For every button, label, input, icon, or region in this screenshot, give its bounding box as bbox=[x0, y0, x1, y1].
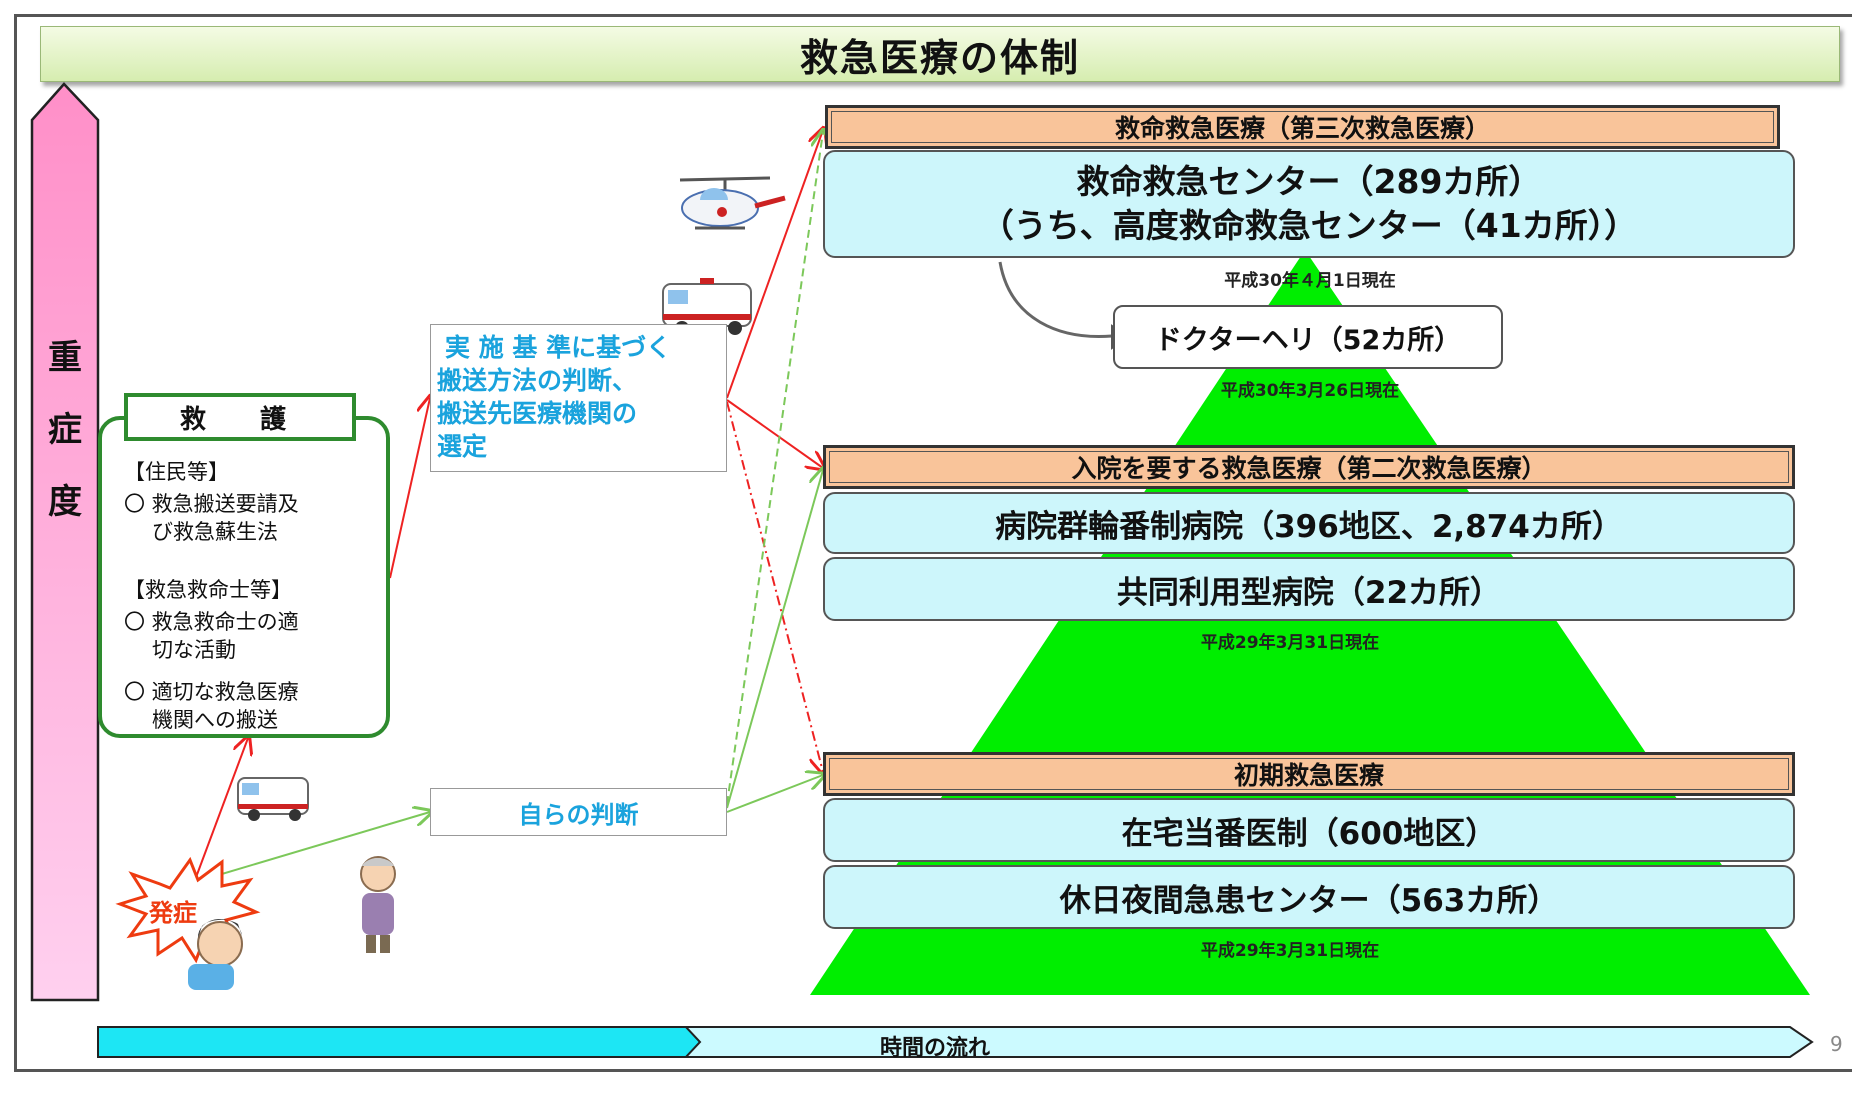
arrow-criteria-to-secondary bbox=[726, 399, 823, 468]
criteria-line-2: 搬送方法の判断、 bbox=[437, 366, 638, 395]
arrow-self-to-tertiary bbox=[726, 132, 823, 805]
arrow-to-doctor-heli bbox=[998, 261, 1113, 338]
slide-frame bbox=[14, 14, 1852, 1072]
tertiary-date: 平成30年４月1日現在 bbox=[1224, 271, 1396, 291]
paramedic-item-1-cont: 切な活動 bbox=[152, 638, 236, 662]
secondary-header: 入院を要する救急医療（第二次救急医療） bbox=[823, 445, 1795, 489]
arrow-onset-to-kyugo bbox=[194, 738, 248, 881]
criteria-box: 実 施 基 準に基づく 搬送方法の判断、 搬送先医療機関の 選定 bbox=[430, 324, 727, 472]
kyugo-panel: 【住民等】 〇 救急搬送要請及 び救急蘇生法 【救急救命士等】 〇 救急救命士の… bbox=[98, 416, 390, 738]
arrow-kyugo-to-criteria bbox=[389, 398, 430, 579]
time-arrow-filled bbox=[97, 1026, 702, 1058]
arrow-criteria-to-tertiary bbox=[726, 130, 823, 399]
secondary-facility-1: 病院群輪番制病院（396地区、2,874カ所） bbox=[823, 492, 1795, 554]
criteria-line-4: 選定 bbox=[437, 432, 488, 461]
primary-line-2: 休日夜間急患センター（563カ所） bbox=[1059, 882, 1559, 919]
residents-item-1: 〇 救急搬送要請及 bbox=[124, 492, 299, 516]
doctor-heli-date: 平成30年3月26日現在 bbox=[1220, 381, 1400, 401]
paramedic-item-2-cont: 機関への搬送 bbox=[152, 708, 278, 732]
arrow-self-to-secondary bbox=[726, 470, 823, 809]
primary-line-1: 在宅当番医制（600地区） bbox=[1121, 815, 1497, 852]
criteria-line-3: 搬送先医療機関の bbox=[437, 399, 638, 428]
criteria-line-1: 実 施 基 準に基づく bbox=[445, 333, 672, 362]
kyugo-title: 救 護 bbox=[124, 393, 356, 441]
severity-arrow bbox=[30, 82, 100, 1002]
self-judgment-box: 自らの判断 bbox=[430, 788, 727, 836]
severity-label: 重 症 度 bbox=[32, 322, 98, 538]
secondary-line-2: 共同利用型病院（22カ所） bbox=[1116, 574, 1502, 611]
arrow-onset-to-self bbox=[194, 812, 430, 883]
severity-char-1: 重 bbox=[48, 338, 82, 378]
sick-person-icon bbox=[188, 918, 243, 990]
helicopter-icon bbox=[679, 176, 786, 230]
page-title: 救急医療の体制 bbox=[40, 26, 1840, 82]
arrow-self-to-primary bbox=[726, 775, 823, 813]
doctor-heli-box: ドクターヘリ（52カ所） bbox=[1113, 305, 1503, 369]
secondary-facility-2: 共同利用型病院（22カ所） bbox=[823, 557, 1795, 621]
primary-facility-1: 在宅当番医制（600地区） bbox=[823, 798, 1795, 862]
primary-header: 初期救急医療 bbox=[823, 752, 1795, 796]
severity-char-3: 度 bbox=[48, 482, 82, 522]
primary-facility-2: 休日夜間急患センター（563カ所） bbox=[823, 865, 1795, 929]
arrow-criteria-to-primary bbox=[726, 401, 823, 772]
elderly-person-icon bbox=[360, 856, 396, 953]
primary-date: 平成29年3月31日現在 bbox=[1200, 941, 1380, 961]
ambulance-icon-2 bbox=[237, 777, 309, 821]
severity-char-2: 症 bbox=[48, 410, 82, 450]
tertiary-line-1: 救命救急センター（289カ所） bbox=[1076, 162, 1542, 201]
time-arrow-outline bbox=[683, 1026, 1814, 1058]
secondary-date: 平成29年3月31日現在 bbox=[1200, 633, 1380, 653]
paramedic-item-2: 〇 適切な救急医療 bbox=[124, 680, 299, 704]
tertiary-line-2: （うち、高度救命救急センター（41カ所）） bbox=[980, 206, 1638, 245]
onset-label: 発症 bbox=[149, 899, 197, 927]
paramedic-item-1: 〇 救急救命士の適 bbox=[124, 610, 299, 634]
residents-heading: 【住民等】 bbox=[124, 460, 229, 484]
paramedic-heading: 【救急救命士等】 bbox=[124, 578, 292, 602]
tertiary-header: 救命救急医療（第三次救急医療） bbox=[825, 105, 1780, 149]
residents-item-1-cont: び救急蘇生法 bbox=[152, 520, 278, 544]
tertiary-facility-box: 救命救急センター（289カ所） （うち、高度救命救急センター（41カ所）） bbox=[823, 150, 1795, 258]
page-number: 9 bbox=[1830, 1032, 1843, 1056]
time-flow-label: 時間の流れ bbox=[879, 1036, 990, 1061]
secondary-line-1: 病院群輪番制病院（396地区、2,874カ所） bbox=[995, 508, 1623, 545]
